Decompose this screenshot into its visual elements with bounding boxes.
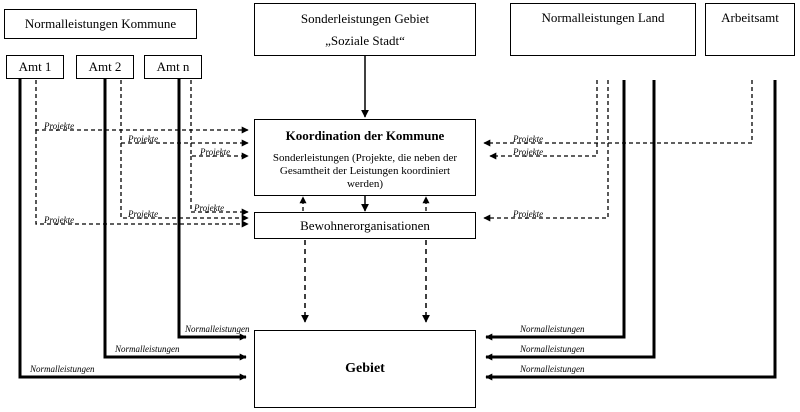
normalleistungen-kommune-box: Normalleistungen Kommune [4, 9, 197, 39]
projekte-label: Projekte [44, 215, 75, 225]
projekte-label: Projekte [513, 134, 544, 144]
arbeitsamt-label: Arbeitsamt [721, 10, 779, 25]
projekte-left-dashed [35, 80, 249, 228]
amt-2-box: Amt 2 [76, 55, 134, 79]
gebiet-label: Gebiet [345, 361, 385, 376]
normalleistungen-label: Normalleistungen [115, 344, 180, 354]
projekte-label: Projekte [194, 203, 225, 213]
bewohnerorganisationen-label: Bewohnerorganisationen [300, 217, 430, 233]
sonderleistungen-gebiet-label: Sonderleistungen Gebiet [300, 10, 430, 26]
normalleistungen-label: Normalleistungen [520, 364, 585, 374]
normalleistungen-right-lines [485, 80, 777, 381]
projekte-label: Projekte [200, 147, 231, 157]
projekte-label: Projekte [513, 147, 544, 157]
amt-1-label: Amt 1 [18, 59, 52, 74]
bewohner-gebiet-dashed [301, 240, 430, 323]
projekte-label: Projekte [44, 121, 75, 131]
sonderleistungen-gebiet-box: Sonderleistungen Gebiet „Soziale Stadt“ [254, 3, 476, 56]
projekte-label: Projekte [513, 209, 544, 219]
bewohnerorganisationen-box: Bewohnerorganisationen [254, 212, 476, 239]
soziale-stadt-label: „Soziale Stadt“ [325, 32, 405, 48]
amt-1-box: Amt 1 [6, 55, 64, 79]
projekte-label: Projekte [128, 134, 159, 144]
koordination-title: Koordination der Kommune [285, 128, 445, 143]
koordination-text: Sonderleistungen (Projekte, die neben de… [272, 152, 458, 190]
normalleistungen-land-box: Normalleistungen Land [510, 3, 696, 56]
amt-n-box: Amt n [144, 55, 202, 79]
normalleistungen-left-lines [18, 78, 247, 381]
normalleistungen-label: Normalleistungen [185, 324, 250, 334]
amt-n-label: Amt n [156, 59, 190, 74]
koordination-box: Koordination der Kommune Sonderleistunge… [254, 119, 476, 196]
normalleistungen-label: Normalleistungen [30, 364, 95, 374]
gebiet-box: Gebiet [254, 330, 476, 408]
amt-2-label: Amt 2 [88, 59, 122, 74]
projekte-label: Projekte [128, 209, 159, 219]
projekte-right-dashed [483, 80, 753, 222]
arbeitsamt-box: Arbeitsamt [705, 3, 795, 56]
normalleistungen-land-label: Normalleistungen Land [541, 10, 665, 25]
normalleistungen-label: Normalleistungen [520, 324, 585, 334]
normalleistungen-kommune-label: Normalleistungen Kommune [24, 16, 177, 31]
normalleistungen-label: Normalleistungen [520, 344, 585, 354]
koordination-bewohner-dashed [299, 196, 430, 211]
